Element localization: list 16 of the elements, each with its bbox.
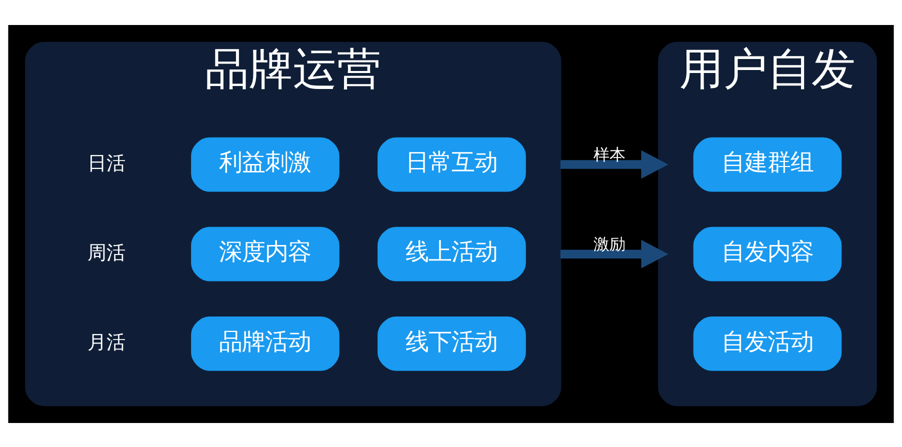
node-box: 利益刺激	[191, 136, 340, 192]
node-box: 线下活动	[378, 316, 526, 370]
edge-label: 样本	[594, 144, 626, 164]
edge-label: 激励	[594, 234, 626, 253]
label: 日活	[88, 151, 126, 174]
arrow	[560, 239, 668, 268]
node-box: 线上活动	[378, 226, 526, 281]
node-box: 自发内容	[693, 226, 842, 281]
node-box: 自建群组	[693, 136, 842, 192]
node-box: 日常互动	[378, 136, 526, 192]
node-box: 深度内容	[191, 226, 340, 281]
label: 周活	[88, 240, 126, 264]
arrow	[560, 150, 668, 178]
node-box: 自发活动	[693, 316, 842, 370]
label: 月活	[88, 330, 126, 354]
node-box: 品牌活动	[191, 316, 340, 370]
